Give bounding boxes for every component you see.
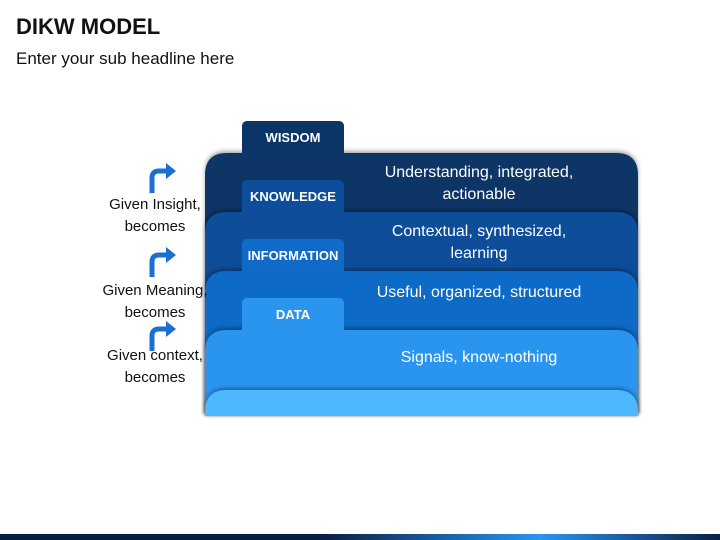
transition-label: Given Meaning, becomes (90, 280, 220, 324)
tab-data (242, 298, 344, 332)
transition-label: Given context, becomes (90, 345, 220, 389)
tab-label-data: DATA (276, 307, 311, 322)
transition-label-line: Given context, (107, 347, 203, 364)
transition-label-line: becomes (124, 218, 186, 235)
tab-label-knowledge: KNOWLEDGE (250, 189, 336, 204)
layer-description: Understanding, integrated, (385, 164, 574, 181)
layer-base (205, 390, 638, 416)
layer-description: actionable (443, 186, 516, 203)
bent-arrow-icon (149, 247, 176, 277)
tab-information (242, 239, 344, 273)
tabs-overlay: WISDOM KNOWLEDGE INFORMATION DATA (242, 121, 344, 332)
transition-label-line: Given Meaning, (102, 282, 208, 299)
tab-label-information: INFORMATION (248, 248, 339, 263)
transition-label-line: Given Insight, (109, 196, 201, 213)
footer-bar (0, 534, 720, 540)
page-subtitle: Enter your sub headline here (16, 49, 235, 68)
bent-arrow-icon (149, 163, 176, 193)
tab-label-wisdom: WISDOM (266, 130, 321, 145)
layer-description: Signals, know-nothing (401, 349, 558, 366)
layer-description: learning (451, 245, 508, 262)
tab-wisdom (242, 121, 344, 155)
layer-description: Useful, organized, structured (377, 284, 582, 301)
transition-label-line: becomes (124, 369, 186, 386)
bent-arrow-icon (149, 321, 176, 351)
tab-knowledge (242, 180, 344, 214)
page-title: DIKW MODEL (16, 14, 161, 39)
transition-label: Given Insight, becomes (90, 194, 220, 238)
transition-label-line: becomes (124, 304, 186, 321)
layer-body (205, 390, 638, 416)
layer-description: Contextual, synthesized, (392, 223, 566, 240)
